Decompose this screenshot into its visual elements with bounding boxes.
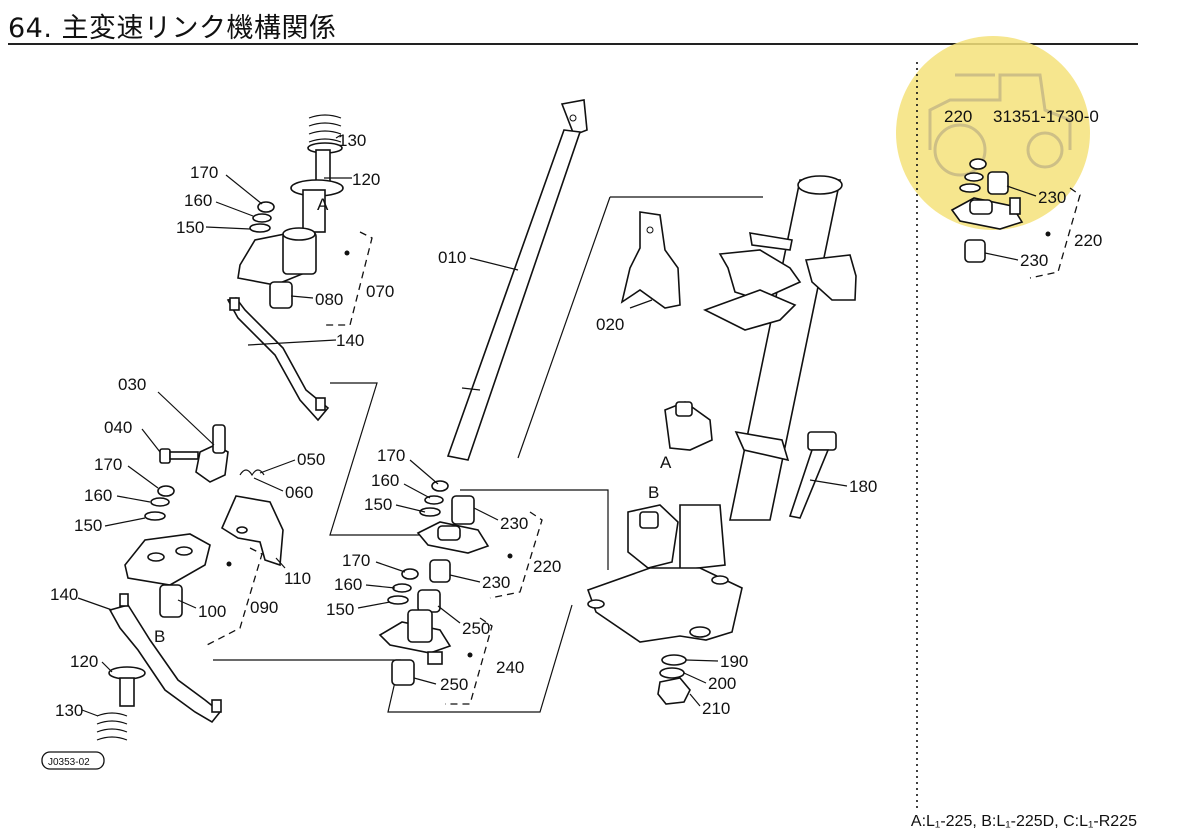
inset-part-number: 31351-1730-0 (993, 107, 1099, 126)
callout-050: 050 (297, 450, 325, 469)
callout-150-mid: 150 (74, 516, 102, 535)
inset-callout-230-top: 230 (1038, 188, 1066, 207)
callout-150-top: 150 (176, 218, 204, 237)
variant-mark-a-column: A (660, 453, 672, 472)
callout-160-mid: 160 (84, 486, 112, 505)
callout-010: 010 (438, 248, 466, 267)
group-220-inset-bracket (1029, 187, 1081, 279)
tractor-watermark (896, 36, 1090, 230)
callout-020: 020 (596, 315, 624, 334)
callout-130-top: 130 (338, 131, 366, 150)
spring-130-top (307, 114, 343, 154)
drawing-code-tag: J0353-02 (41, 751, 105, 770)
callout-080: 080 (315, 290, 343, 309)
callout-120-top: 120 (352, 170, 380, 189)
callout-230-a: 230 (500, 514, 528, 533)
callout-060: 060 (285, 483, 313, 502)
callout-170-mid: 170 (94, 455, 122, 474)
callout-200: 200 (708, 674, 736, 693)
variant-mark-b: B (154, 627, 165, 646)
callout-140-top: 140 (336, 331, 364, 350)
callout-100: 100 (198, 602, 226, 621)
variant-mark-b-column: B (648, 483, 659, 502)
callout-030: 030 (118, 375, 146, 394)
callout-090: 090 (250, 598, 278, 617)
callout-250-a: 250 (462, 619, 490, 638)
callout-170-right2: 170 (342, 551, 370, 570)
page-title: 64. 主変速リンク機構関係 (8, 13, 337, 44)
callout-180: 180 (849, 477, 877, 496)
shift-rod-010 (446, 99, 588, 461)
callout-170-top: 170 (190, 163, 218, 182)
callout-210: 210 (702, 699, 730, 718)
callout-labels: 130 120 170 160 150 080 070 140 010 020 … (50, 107, 1102, 720)
inset-callout-220: 220 (1074, 231, 1102, 250)
leader-lines (77, 134, 1037, 717)
group-240-bracket (445, 617, 493, 705)
inset-assembly (950, 158, 1024, 263)
callout-190: 190 (720, 652, 748, 671)
callout-240: 240 (496, 658, 524, 677)
callout-160-right2: 160 (334, 575, 362, 594)
column-assembly: A B (586, 175, 857, 705)
inset-part-ref: 220 (944, 107, 972, 126)
callout-230-b: 230 (482, 573, 510, 592)
variant-mark-a: A (317, 195, 329, 214)
callout-110: 110 (284, 569, 311, 588)
callout-160-right: 160 (371, 471, 399, 490)
inset-callout-230-bottom: 230 (1020, 251, 1048, 270)
callout-130-bot: 130 (55, 701, 83, 720)
callout-140-bot: 140 (50, 585, 78, 604)
title-rule (8, 43, 1138, 45)
callout-250-b: 250 (440, 675, 468, 694)
callout-220: 220 (533, 557, 561, 576)
group-220-mid-bracket (489, 511, 543, 599)
callout-120-bot: 120 (70, 652, 98, 671)
callout-040: 040 (104, 418, 132, 437)
callout-150-right2: 150 (326, 600, 354, 619)
callout-150-right: 150 (364, 495, 392, 514)
upper-pedal-assembly: A (226, 114, 344, 422)
lower-pedal-assembly: B (96, 424, 284, 741)
drawing-code: J0353-02 (48, 757, 90, 768)
callout-070: 070 (366, 282, 394, 301)
group-070-bracket (326, 231, 373, 326)
model-footnote: A:L₁-225, B:L₁-225D, C:L₁-R225 (910, 813, 1137, 830)
callout-170-right: 170 (377, 446, 405, 465)
guide-outlines (213, 196, 763, 713)
group-090-bracket (204, 547, 263, 647)
callout-160-top: 160 (184, 191, 212, 210)
